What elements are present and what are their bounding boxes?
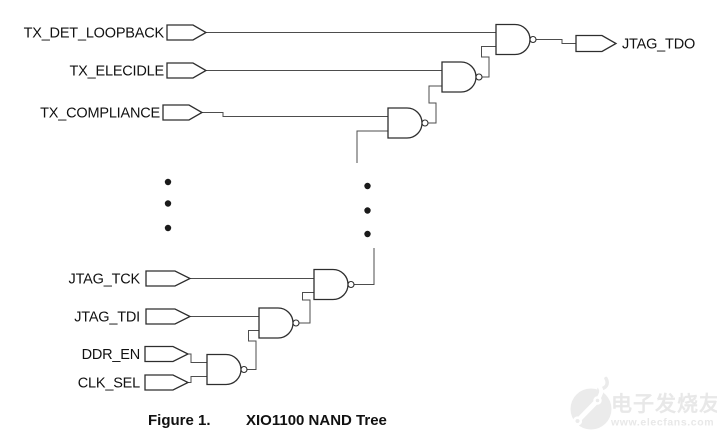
wire-chain-from-below: [356, 130, 388, 163]
inverter-bubble: [529, 35, 537, 44]
nand-gate-5: [258, 307, 300, 339]
wires: [188, 32, 576, 383]
signal-label-tx-elecidle: TX_ELECIDLE: [69, 64, 164, 80]
signal-labels: TX_DET_LOOPBACK TX_ELECIDLE TX_COMPLIANC…: [24, 26, 696, 392]
wire-nand4-to-above: [354, 248, 375, 285]
signal-label-jtag-tdo: JTAG_TDO: [622, 37, 695, 53]
ellipsis-dots-left: [164, 178, 172, 232]
wire-nand3-to-nand2: [428, 85, 442, 124]
wire-nand5-to-nand4: [299, 292, 314, 324]
dot: [364, 207, 371, 214]
dot: [164, 200, 172, 207]
dot: [364, 230, 371, 238]
input-buffer-jtag-tdi: [145, 308, 192, 325]
elecfans-logo-icon: [570, 376, 612, 430]
inverter-bubble: [292, 319, 300, 327]
signal-label-clk-sel: CLK_SEL: [78, 376, 140, 392]
ellipsis-dots-right: [364, 182, 371, 238]
wire-clk-sel: [188, 376, 207, 383]
figure-title: XIO1100 NAND Tree: [246, 412, 387, 429]
dot: [164, 178, 172, 186]
input-buffer-jtag-tck: [145, 270, 192, 287]
input-buffer-tx-elecidle: [166, 62, 208, 79]
figure-caption: Figure 1. XIO1100 NAND Tree: [148, 412, 387, 429]
signal-label-tx-det-loopback: TX_DET_LOOPBACK: [24, 26, 165, 42]
watermark: 电子发烧友 www.elecfans.com: [570, 376, 717, 430]
nand-gate-4: [313, 268, 355, 301]
input-buffer-ddr-en: [144, 345, 190, 363]
inverter-bubble: [421, 119, 429, 127]
signal-label-jtag-tck: JTAG_TCK: [69, 272, 141, 288]
inverter-bubble: [240, 365, 248, 374]
dot: [164, 224, 172, 232]
output-buffer-jtag-tdo: [575, 34, 618, 53]
input-buffer-clk-sel: [144, 374, 190, 391]
io-buffers: [144, 24, 618, 391]
figure-number: Figure 1.: [148, 412, 211, 429]
wire-tx-compliance: [202, 112, 388, 117]
watermark-brand-text: 电子发烧友: [611, 392, 717, 416]
wire-nand2-to-nand1: [481, 46, 496, 78]
nand-gate-3: [387, 107, 429, 139]
input-buffer-tx-det-loopback: [166, 24, 208, 41]
nand-gate-6: [206, 353, 248, 386]
wire-ddr-en: [188, 353, 207, 363]
inverter-bubble: [475, 73, 483, 81]
wire-nand6-to-nand5: [247, 330, 259, 370]
signal-label-ddr-en: DDR_EN: [82, 347, 140, 363]
nand-gate-2: [441, 61, 483, 93]
inverter-bubble: [347, 280, 355, 289]
dot: [364, 182, 371, 190]
nand-gates: [206, 23, 537, 386]
input-buffer-tx-compliance: [162, 104, 204, 121]
nand-gate-1: [495, 23, 537, 56]
signal-label-jtag-tdi: JTAG_TDI: [74, 310, 140, 326]
wire-nand1-to-output-buffer: [536, 39, 576, 44]
watermark-url-text: www.elecfans.com: [610, 417, 714, 429]
signal-label-tx-compliance: TX_COMPLIANCE: [40, 106, 160, 122]
